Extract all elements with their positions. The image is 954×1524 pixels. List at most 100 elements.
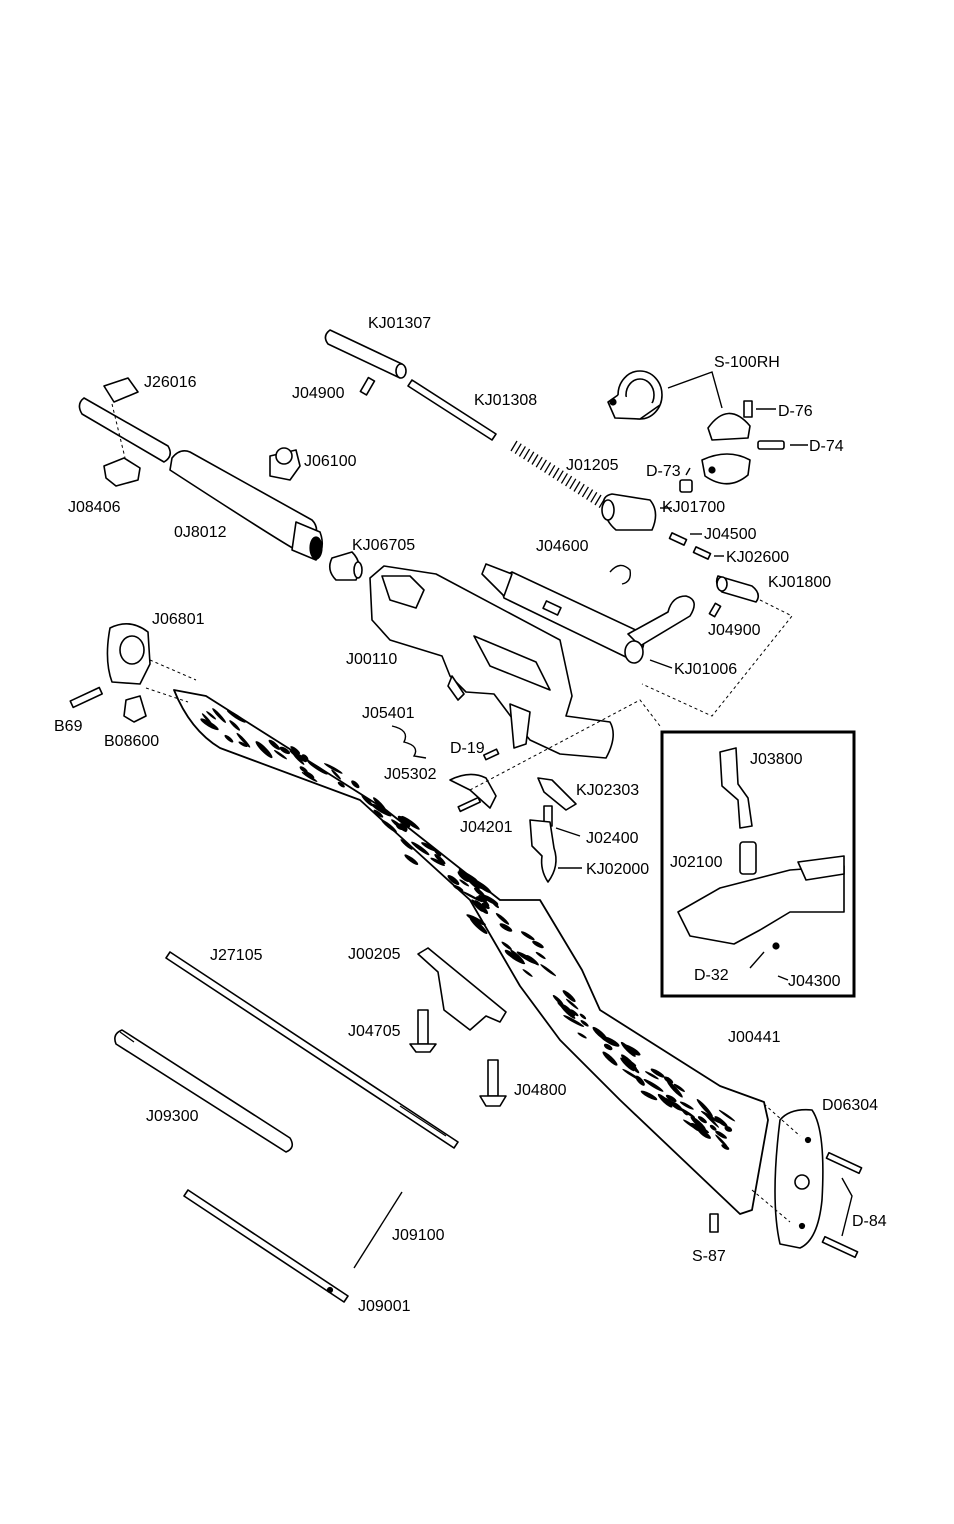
firing-pin-tube-kj01307 (324, 329, 407, 379)
label-j04300: J04300 (788, 973, 841, 990)
label-j05302: J05302 (384, 766, 437, 783)
label-kj01308: KJ01308 (474, 392, 537, 409)
label-b08600: B08600 (104, 733, 159, 750)
pin-j04900-a (359, 376, 376, 396)
label-j02400: J02400 (586, 830, 639, 847)
wood-grain-mark (279, 746, 291, 755)
spring-clip-j04600 (609, 564, 632, 585)
wood-grain-mark (447, 874, 460, 886)
wood-grain-mark (238, 741, 248, 748)
label-j08406: J08406 (68, 499, 121, 516)
wood-grain-mark (510, 949, 525, 963)
sear-kj02303 (537, 777, 577, 811)
wood-grain-mark (683, 1119, 700, 1131)
label-d73: D-73 (646, 463, 681, 480)
wood-grain-mark (540, 964, 557, 977)
mainspring-j01205 (510, 440, 606, 509)
screw-d74 (757, 440, 808, 450)
wood-grain-mark (206, 711, 217, 720)
wood-grain-mark (697, 1116, 707, 1124)
wood-grain-mark (255, 741, 273, 759)
wood-grain-mark (411, 841, 430, 856)
label-j00110: J00110 (346, 651, 397, 668)
wood-grain (200, 708, 736, 1150)
label-d06304: D06304 (822, 1097, 878, 1114)
screw-j04705 (409, 1009, 437, 1053)
firing-pin-kj01308 (407, 379, 497, 441)
wood-grain-mark (434, 853, 446, 865)
wood-grain-mark (200, 718, 219, 731)
wood-grain-mark (495, 913, 510, 925)
label-j06100: J06100 (304, 453, 357, 470)
label-j04500: J04500 (704, 526, 757, 543)
front-sight-base-j08406 (78, 397, 172, 487)
wood-grain-mark (622, 1068, 642, 1082)
wood-grain-mark (535, 951, 546, 960)
wood-grain-mark (702, 1111, 720, 1128)
wood-grain-mark (603, 1043, 613, 1051)
label-j26016: J26016 (144, 374, 197, 391)
wood-grain-mark (226, 710, 246, 723)
wood-grain-mark (401, 815, 420, 830)
wood-grain-mark (563, 1015, 585, 1027)
wood-grain-mark (709, 1124, 717, 1131)
wood-grain-mark (715, 1130, 727, 1139)
inset-part-j03800 (719, 747, 753, 829)
wood-grain-mark (640, 1090, 658, 1101)
label-j09001: J09001 (358, 1298, 411, 1315)
wood-grain-mark (490, 899, 499, 909)
wood-grain-mark (459, 879, 470, 887)
forend-dash-2 (145, 687, 189, 703)
spring-coil (527, 451, 535, 463)
wood-grain-mark (273, 750, 288, 760)
wood-grain-mark (421, 842, 437, 852)
label-kj01700: KJ01700 (662, 499, 725, 516)
wood-grain-mark (696, 1098, 713, 1117)
screw-d73 (679, 467, 693, 493)
screw-b69 (69, 686, 103, 709)
barrel-nut-kj06705 (328, 551, 363, 581)
label-kj01006: KJ01006 (674, 661, 737, 678)
label-d32: D-32 (694, 967, 729, 984)
wood-grain-mark (469, 917, 488, 935)
wood-grain-mark (643, 1078, 664, 1092)
pin-j04900-b (708, 602, 722, 618)
spring-coil (590, 491, 598, 503)
wood-grain-mark (331, 769, 341, 780)
wood-grain-mark (453, 884, 464, 892)
label-d74: D-74 (809, 438, 844, 455)
label-j04600: J04600 (536, 538, 589, 555)
label-kj02000: KJ02000 (586, 861, 649, 878)
spring-coil (594, 494, 602, 506)
bolt-body-kj01006 (481, 563, 695, 669)
spring-coil (523, 448, 531, 460)
wood-grain-mark (457, 871, 470, 883)
label-0j8012: 0J8012 (174, 524, 227, 541)
ejector-kj01800 (715, 575, 760, 603)
wood-grain-mark (724, 1126, 733, 1132)
wood-grain-mark (645, 1071, 659, 1080)
wood-grain-mark (620, 1041, 636, 1057)
wood-grain-mark (466, 914, 486, 926)
receiver-j00110 (369, 565, 614, 759)
spring-coil (539, 459, 547, 471)
label-j04800: J04800 (514, 1082, 567, 1099)
stock-j00441 (173, 689, 769, 1215)
label-j04900-b: J04900 (708, 622, 761, 639)
wood-grain-mark (557, 1001, 576, 1017)
spring-coil (518, 446, 526, 457)
wood-grain-mark (400, 839, 413, 850)
spring-coil (531, 454, 539, 465)
wood-grain-mark (577, 1032, 587, 1039)
wood-grain-mark (665, 1094, 677, 1103)
wood-grain-mark (650, 1068, 665, 1078)
spring-coil (565, 475, 573, 487)
wood-grain-mark (714, 1116, 728, 1128)
wood-grain-mark (562, 990, 576, 1003)
label-j04900-a: J04900 (292, 385, 345, 402)
wood-grain-mark (472, 879, 492, 894)
wood-grain-mark (532, 940, 544, 949)
wood-grain-mark (569, 1009, 579, 1017)
